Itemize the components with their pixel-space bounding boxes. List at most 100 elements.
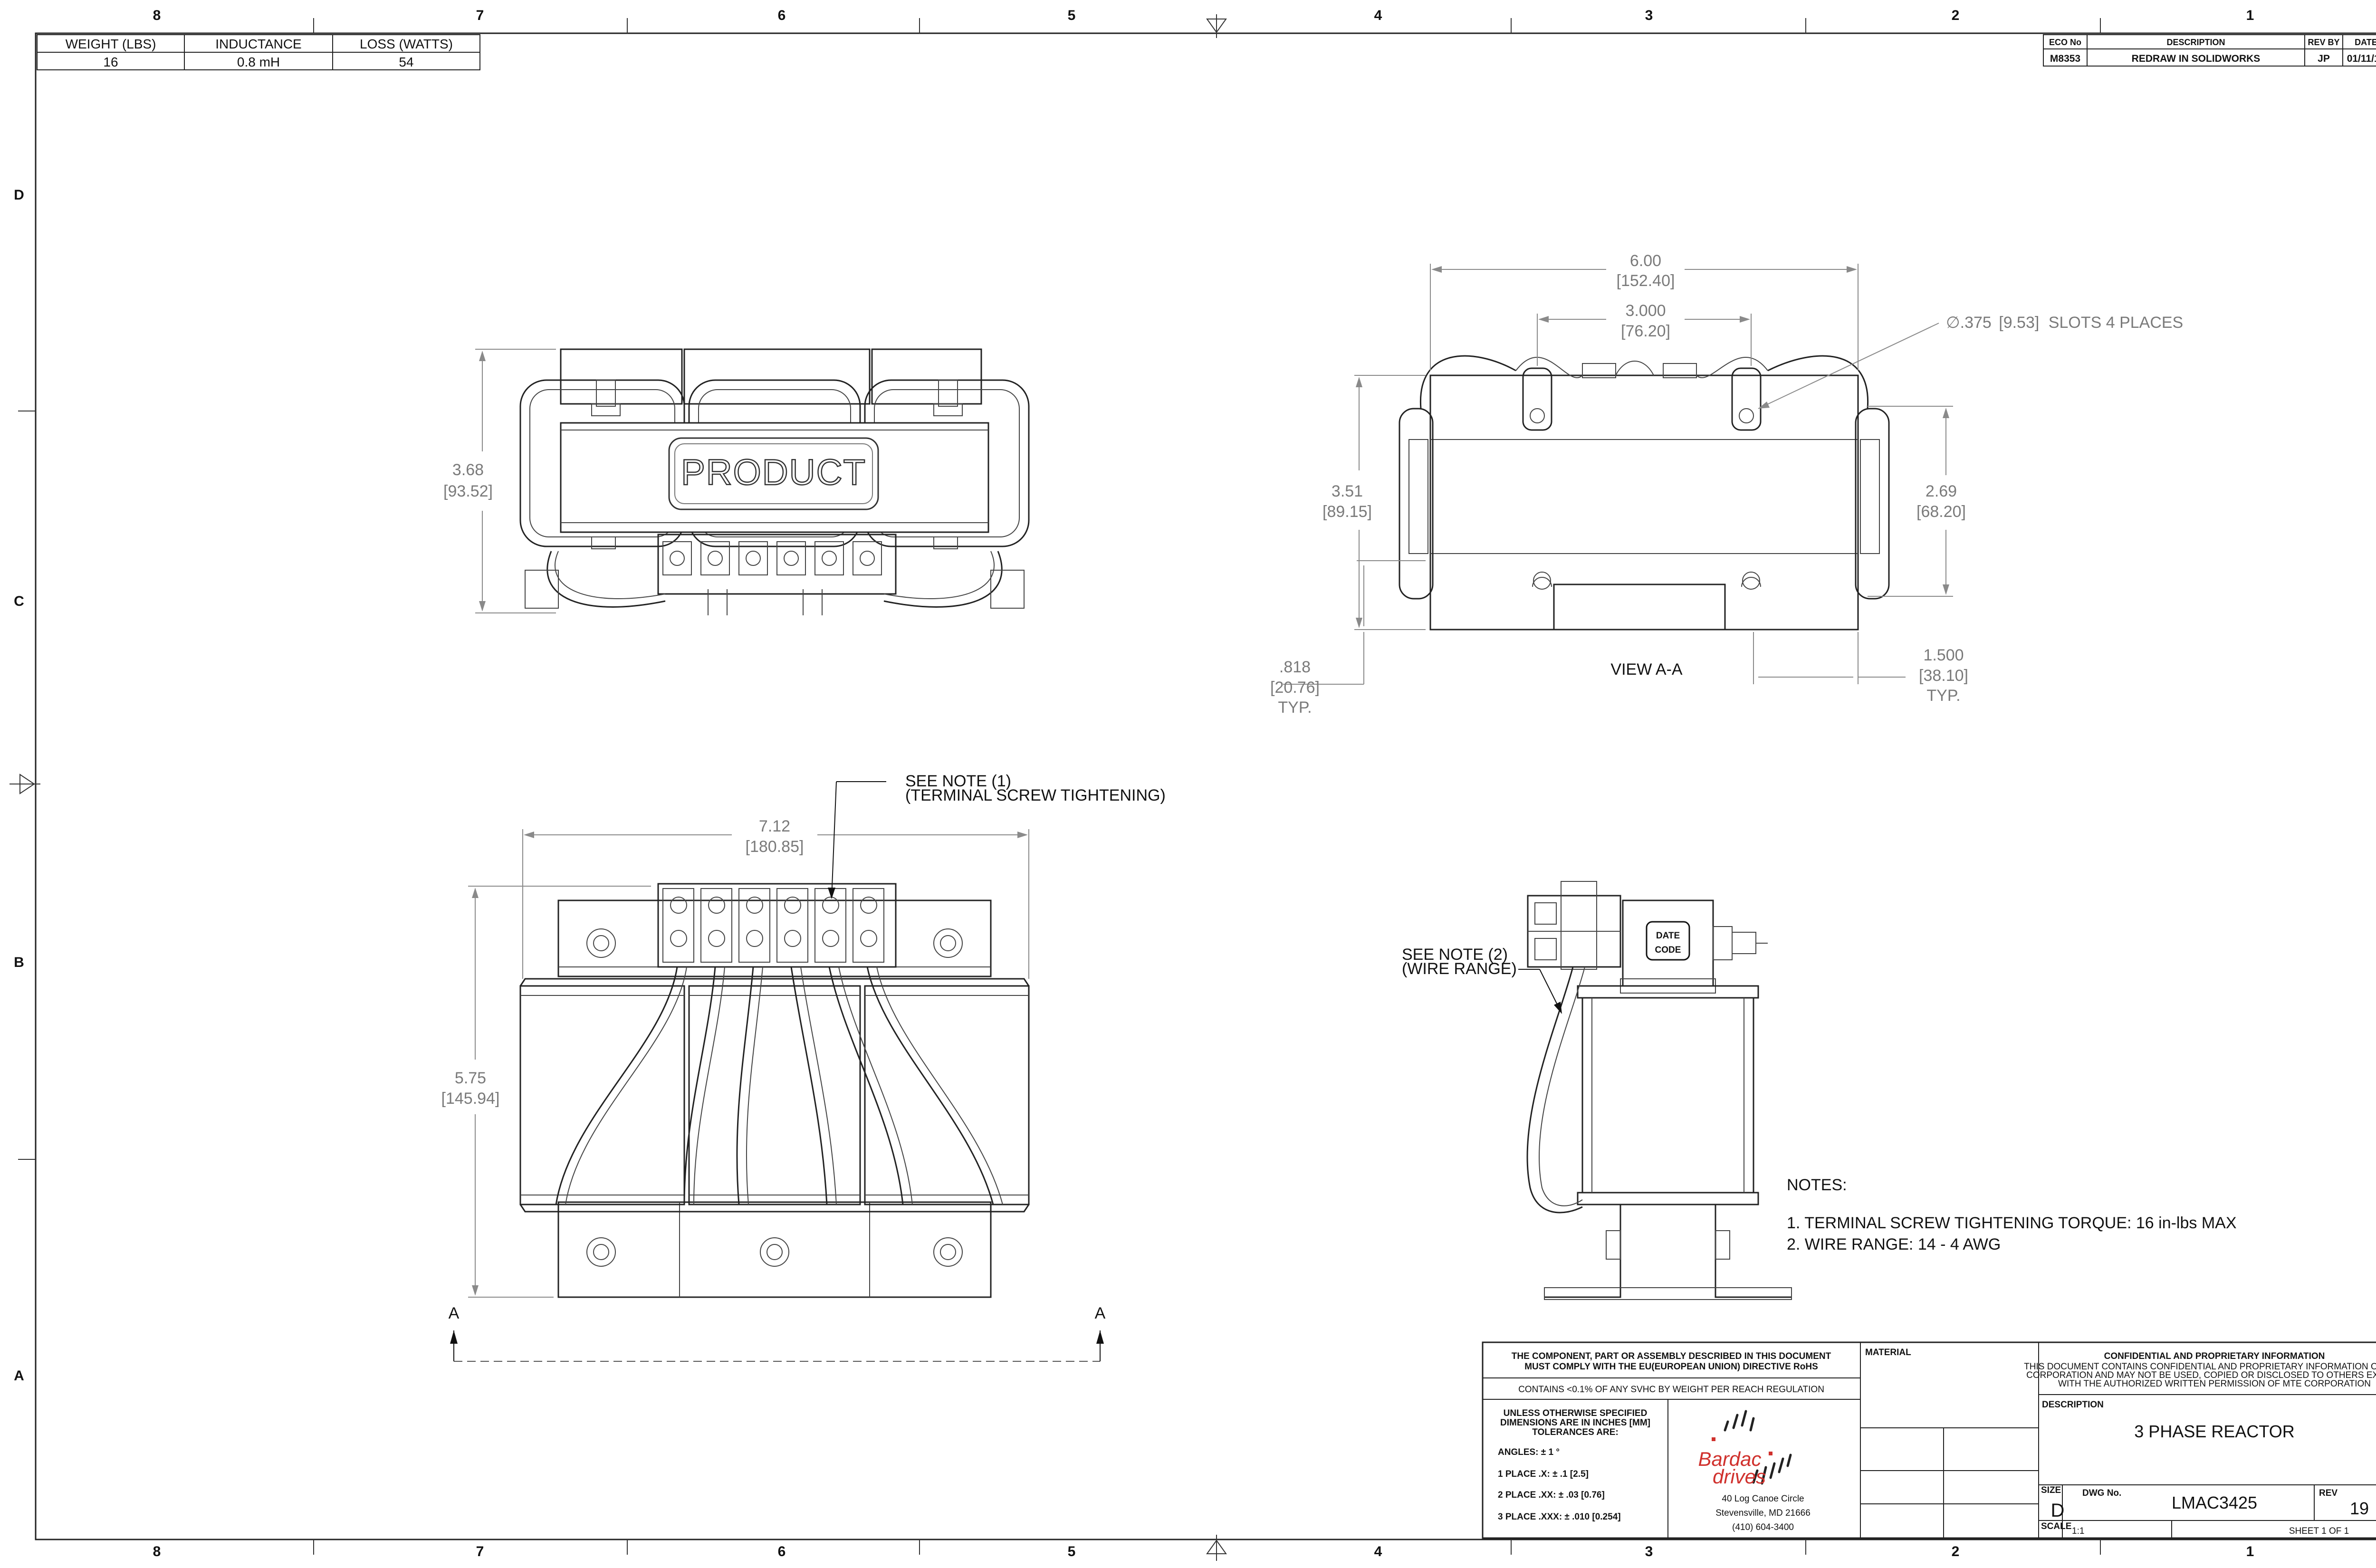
front-view-height-dim: 3.68 [93.52] [443,349,556,613]
product-label: PRODUCT [681,452,866,493]
spec-value-loss: 54 [399,55,413,69]
rev-value: 19 [2350,1499,2369,1518]
aa-foot-typ: TYP. [1278,698,1312,717]
aa-height-mm: [89.15] [1322,503,1372,521]
logo-bottom: drives [1713,1465,1766,1488]
tol-three-place: 3 PLACE .XXX: ± .010 [0.254] [1498,1512,1621,1522]
aa-slot-depth-in: 1.500 [1923,646,1964,664]
note-item-1: 1. TERMINAL SCREW TIGHTENING TORQUE: 16 … [1787,1214,2237,1232]
section-mark-left: A [449,1304,460,1322]
rev-header-revby: REV BY [2308,38,2339,47]
aa-slot-note-mm: [9.53] [1999,314,2039,332]
aa-slot-depth-mm: [38.10] [1919,667,1968,685]
side-view: DATE CODE SEE NOTE (2) (WIRE RANGE) [1402,881,1792,1300]
rohs-line1: THE COMPONENT, PART OR ASSEMBLY DESCRIBE… [1512,1351,1831,1361]
date-code-line1: DATE [1656,931,1680,941]
spec-header-inductance: INDUCTANCE [215,37,301,51]
zone-col-7-top: 7 [476,8,484,23]
zone-col-6-bottom: 6 [778,1544,786,1559]
zone-col-5-top: 5 [1068,8,1076,23]
rev-date-value: 01/11/13 [2347,53,2376,64]
aa-height-in: 3.51 [1332,482,1363,500]
zone-col-4-top: 4 [1374,8,1382,23]
note-item-2: 2. WIRE RANGE: 14 - 4 AWG [1787,1235,2001,1253]
view-aa-title: VIEW A-A [1610,660,1682,679]
spec-value-weight: 16 [103,55,118,69]
date-code-line2: CODE [1655,945,1681,955]
tol-line2: DIMENSIONS ARE IN INCHES [MM] [1500,1418,1650,1428]
address-line1: 40 Log Canoe Circle [1722,1494,1804,1504]
aa-slot-note-text: SLOTS 4 PLACES [2049,314,2183,332]
tol-two-place: 2 PLACE .XX: ± .03 [0.76] [1498,1490,1605,1500]
scale-value: 1:1 [2072,1526,2084,1536]
zone-labels: 8 7 6 5 4 3 2 1 8 7 6 5 4 3 2 1 D C B A … [14,8,2254,1559]
scale-label: SCALE [2041,1521,2071,1531]
size-label: SIZE [2041,1485,2061,1495]
note1-line1: SEE NOTE (1) [905,772,1011,790]
notes-title: NOTES: [1787,1176,1847,1194]
confidential-line3: WITH THE AUTHORIZED WRITTEN PERMISSION O… [2058,1379,2371,1389]
zone-col-6-top: 6 [778,8,786,23]
view-aa-dims: 6.00 [152.40] 3.000 [76.20] ∅.375 [9.53]… [1270,252,2183,717]
svg-text:∅.375 [9.53] SLOTS: ∅.375 [9.53] SLOTS 4 PLACES [1946,314,2183,332]
rev-header-date: DATE [2355,38,2376,47]
aa-inner-height-in: 2.69 [1926,482,1957,500]
top-width-mm: [180.85] [746,838,804,856]
rohs-line2: MUST COMPLY WITH THE EU(EUROPEAN UNION) … [1524,1362,1818,1372]
confidential-line2: CORPORATION AND MAY NOT BE USED, COPIED … [2026,1370,2376,1380]
aa-slot-spacing-mm: [76.20] [1621,322,1670,340]
top-view [519,883,1030,1298]
sheet-value: SHEET 1 OF 1 [2289,1526,2349,1536]
spec-table: WEIGHT (LBS) INDUCTANCE LOSS (WATTS) 16 … [37,34,480,70]
aa-foot-mm: [20.76] [1270,679,1320,697]
top-height-in: 5.75 [455,1069,486,1087]
rev-eco-value: M8353 [2050,53,2080,64]
spec-value-inductance: 0.8 mH [237,55,280,69]
aa-slot-spacing-in: 3.000 [1625,302,1666,320]
logo-top: Bardac [1698,1448,1761,1470]
note2-line2: (WIRE RANGE) [1402,960,1517,978]
top-width-in: 7.12 [759,817,790,835]
zone-col-8-bottom: 8 [153,1544,161,1559]
title-block: THE COMPONENT, PART OR ASSEMBLY DESCRIBE… [1482,1341,2376,1539]
note2-line1: SEE NOTE (2) [1402,946,1508,964]
rev-revby-value: JP [2318,53,2330,64]
aa-width-in: 6.00 [1630,252,1661,270]
rev-label: REV [2319,1488,2338,1498]
rev-header-eco: ECO No [2049,38,2081,47]
zone-row-a-left: A [14,1368,24,1384]
note1-line2: (TERMINAL SCREW TIGHTENING) [905,786,1166,804]
zone-col-3-bottom: 3 [1645,1544,1653,1559]
aa-slot-note-dia: ∅.375 [1946,314,1992,332]
zone-row-c-left: C [14,593,24,609]
zone-col-2-top: 2 [1952,8,1960,23]
zone-col-5-bottom: 5 [1068,1544,1076,1559]
zone-col-7-bottom: 7 [476,1544,484,1559]
front-view: PRODUCT [519,348,1030,615]
zone-row-d-left: D [14,187,24,203]
dwg-label: DWG No. [2082,1488,2121,1498]
description-label: DESCRIPTION [2042,1400,2104,1410]
zone-row-b-left: B [14,955,24,970]
zone-col-1-bottom: 1 [2246,1544,2254,1559]
confidential-title: CONFIDENTIAL AND PROPRIETARY INFORMATION [2104,1351,2325,1361]
zone-col-2-bottom: 2 [1952,1544,1960,1559]
front-height-in: 3.68 [452,461,484,479]
phone: (410) 604-3400 [1732,1522,1794,1532]
view-aa [1399,355,1890,631]
revision-table: ECO No DESCRIPTION REV BY DATE M8353 RED… [2043,34,2376,67]
tol-line1: UNLESS OTHERWISE SPECIFIED [1504,1408,1648,1418]
zone-col-8-top: 8 [153,8,161,23]
confidential-line1: THIS DOCUMENT CONTAINS CONFIDENTIAL AND … [2024,1362,2376,1372]
zone-col-4-bottom: 4 [1374,1544,1382,1559]
tol-one-place: 1 PLACE .X: ± .1 [2.5] [1498,1469,1589,1479]
address-line2: Stevensville, MD 21666 [1715,1508,1811,1518]
dwg-value: LMAC3425 [2172,1493,2257,1512]
material-label: MATERIAL [1865,1348,1911,1358]
reach-note: CONTAINS <0.1% OF ANY SVHC BY WEIGHT PER… [1518,1385,1824,1395]
tol-angles: ANGLES: ± 1 ° [1498,1447,1560,1457]
notes: NOTES: 1. TERMINAL SCREW TIGHTENING TORQ… [1787,1176,2237,1253]
aa-slot-depth-typ: TYP. [1926,687,1960,705]
rev-header-description: DESCRIPTION [2166,38,2225,47]
